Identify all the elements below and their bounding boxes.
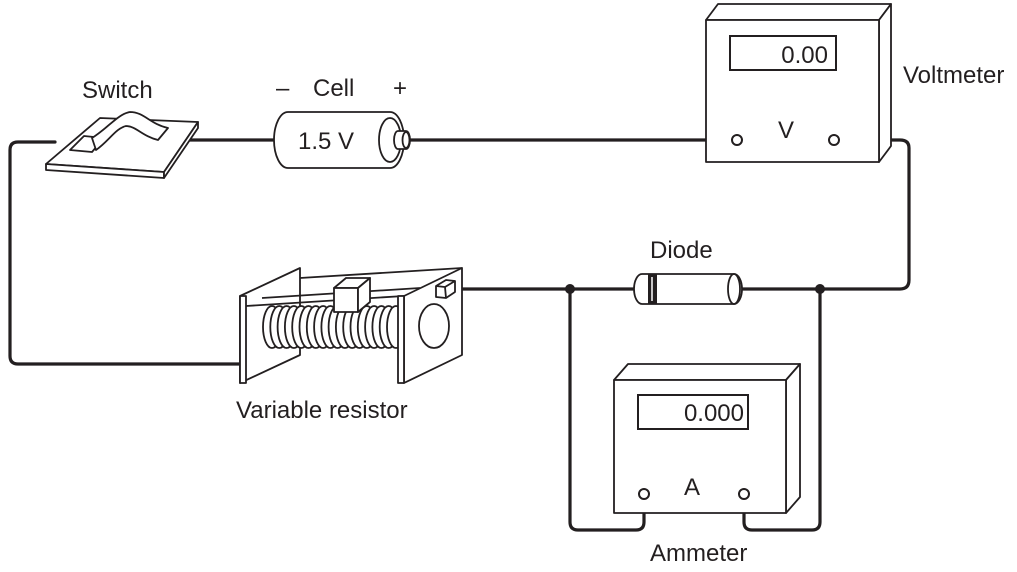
diode-label: Diode	[650, 237, 713, 264]
resistor-right-plate-edge	[397, 295, 405, 384]
resistor-plate-hole	[418, 303, 450, 349]
wire-left-loop	[8, 140, 246, 366]
resistor-coil	[262, 305, 406, 349]
ammeter-label: Ammeter	[650, 540, 747, 567]
cell-minus-label: –	[276, 75, 290, 102]
voltmeter-terminal-left	[731, 134, 743, 146]
voltmeter	[705, 3, 892, 163]
cell-body	[273, 111, 405, 169]
junction-left	[565, 284, 575, 294]
wire-voltmeter-right	[818, 138, 911, 291]
switch-lever	[91, 111, 169, 151]
ammeter-symbol: A	[684, 474, 700, 501]
wire-ammeter-left	[568, 287, 646, 532]
voltmeter-symbol: V	[778, 117, 794, 144]
resistor-rail-front	[245, 295, 405, 307]
cell-terminal-cap	[401, 131, 411, 149]
ammeter	[613, 363, 801, 514]
voltmeter-label: Voltmeter	[903, 62, 1004, 89]
variable-resistor-label: Variable resistor	[236, 397, 408, 424]
variable-resistor	[239, 267, 463, 384]
cell-label: Cell	[313, 75, 354, 102]
resistor-rail-back	[299, 267, 463, 279]
ammeter-display	[637, 394, 749, 430]
voltmeter-side	[878, 3, 892, 163]
ammeter-side	[785, 363, 801, 514]
resistor-left-plate-edge	[239, 295, 247, 384]
switch	[45, 111, 199, 179]
voltmeter-reading: 0.00	[781, 42, 828, 69]
diode	[633, 273, 743, 305]
switch-label: Switch	[82, 77, 153, 104]
ammeter-top	[613, 363, 801, 381]
cell-plus-label: +	[393, 75, 407, 102]
voltmeter-terminal-right	[828, 134, 840, 146]
cell-voltage-label: 1.5 V	[298, 128, 354, 155]
voltmeter-top	[705, 3, 892, 21]
resistor-terminal-edge	[435, 280, 456, 299]
cell	[273, 111, 411, 169]
switch-base-side	[163, 121, 199, 179]
diode-body-end	[727, 273, 741, 305]
ammeter-terminal-left	[638, 488, 650, 500]
circuit-wires	[8, 138, 911, 532]
wire-ammeter-right	[742, 287, 822, 532]
voltmeter-display	[729, 35, 837, 71]
ammeter-terminal-right	[738, 488, 750, 500]
resistor-slider-side	[357, 277, 371, 313]
junction-right	[815, 284, 825, 294]
ammeter-reading: 0.000	[684, 400, 744, 427]
resistor-slider-front	[333, 287, 359, 313]
